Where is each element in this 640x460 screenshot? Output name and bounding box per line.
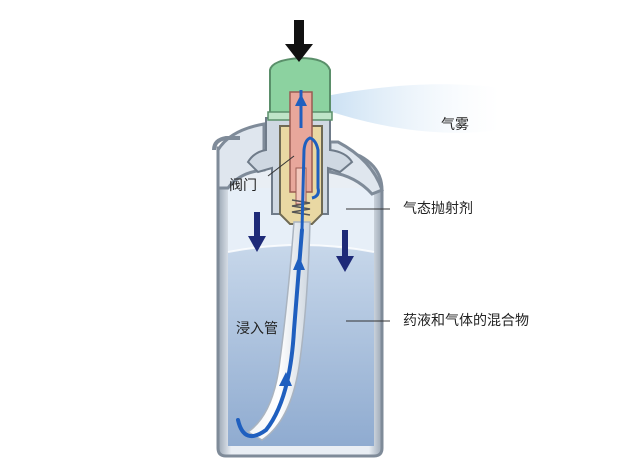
label-propellant: 气态抛射剂 [403, 201, 473, 217]
flow-arrow-icon [295, 94, 307, 106]
spray-plume [326, 84, 500, 133]
gas-pressure-arrow-icon [336, 230, 354, 272]
flow-arrow-icon [293, 256, 305, 270]
flow-arrow-icon [279, 372, 292, 386]
dip-tube [246, 221, 311, 441]
label-valve: 阀门 [229, 178, 257, 194]
label-dip-tube: 浸入管 [236, 321, 278, 337]
can-rim-left [212, 136, 240, 151]
press-down-arrow-icon [285, 20, 313, 62]
actuator-button [269, 56, 331, 117]
flow-path [236, 228, 304, 439]
leader-valve [267, 155, 295, 177]
label-spray: 气雾 [441, 117, 469, 133]
valve-spring [291, 199, 311, 216]
label-mixture: 药液和气体的混合物 [403, 313, 529, 329]
gas-pressure-arrow-icon [248, 212, 266, 252]
